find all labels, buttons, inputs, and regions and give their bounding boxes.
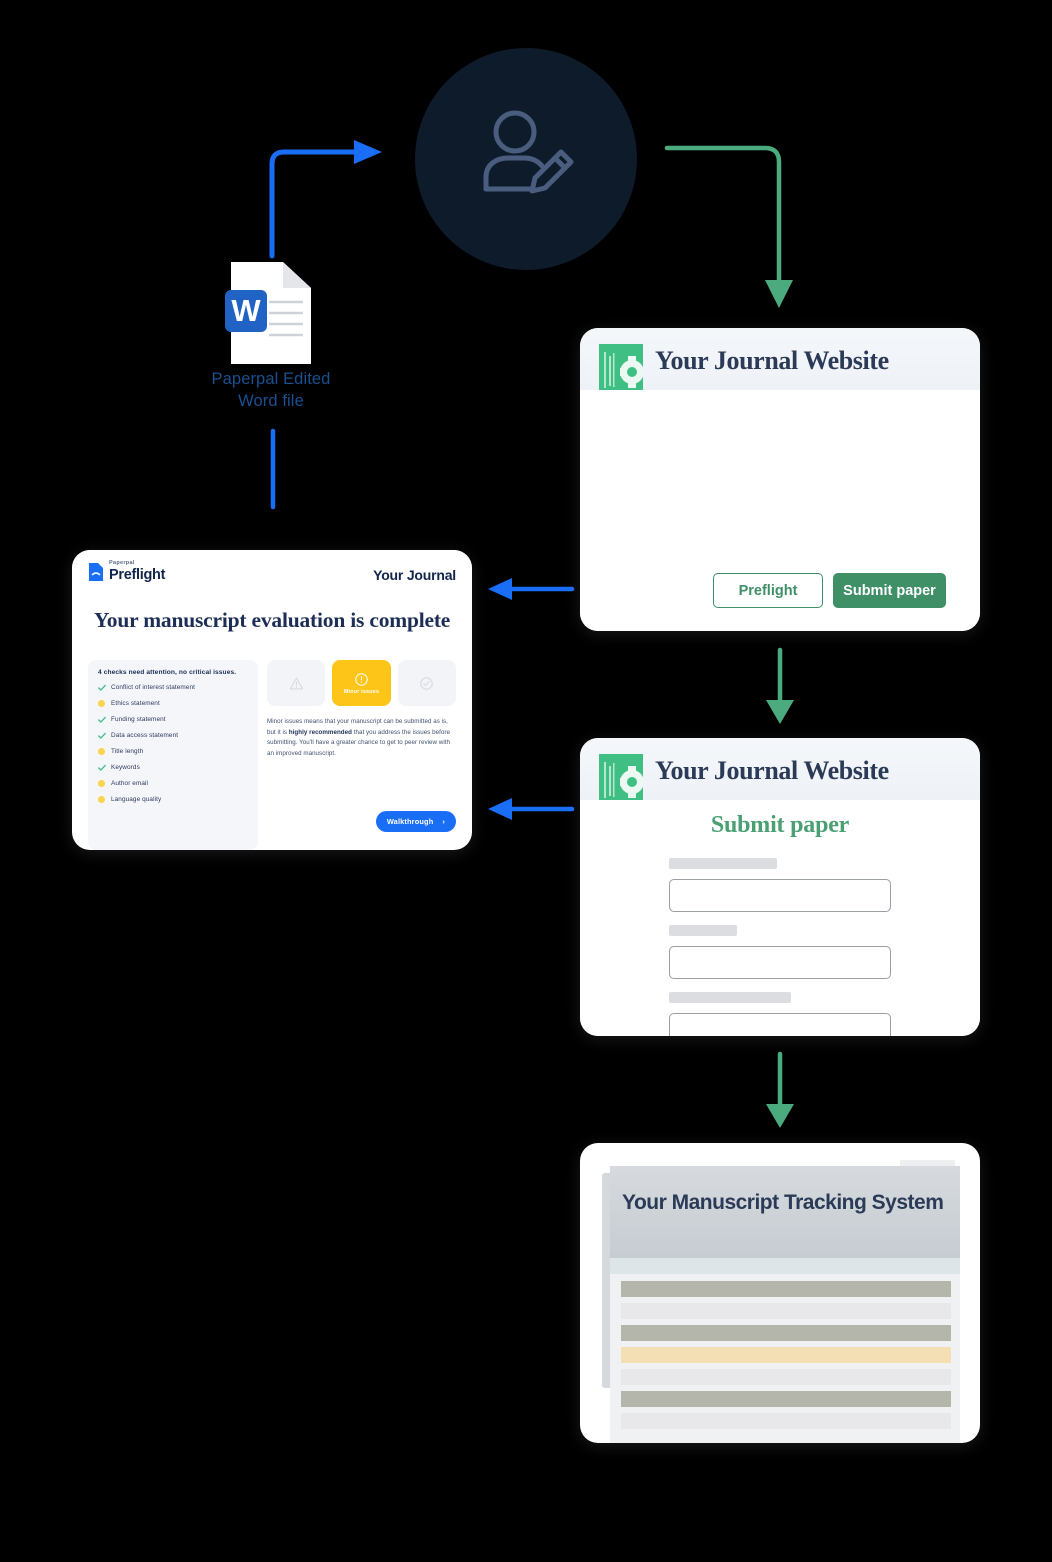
- arrow-word-to-editor: [269, 140, 382, 259]
- tracking-row-7: [621, 1413, 951, 1429]
- arrow-submit-to-preflight: [488, 798, 575, 820]
- check-mark-icon: [98, 732, 106, 739]
- checklist-item-label: Title length: [111, 748, 144, 755]
- checklist-item: Language quality: [98, 796, 248, 803]
- checklist-item-label: Conflict of interest statement: [111, 684, 195, 691]
- word-file-label: Paperpal Edited Word file: [150, 368, 392, 412]
- submit-field-1-input[interactable]: [669, 879, 891, 912]
- tracking-row-3: [621, 1325, 951, 1341]
- checklist-summary: 4 checks need attention, no critical iss…: [98, 669, 237, 676]
- checklist-item-label: Language quality: [111, 796, 162, 803]
- checklist-item: Data access statement: [98, 732, 248, 739]
- checklist-item: Keywords: [98, 764, 248, 771]
- warning-dot-icon: [98, 748, 105, 755]
- svg-text:W: W: [231, 293, 261, 328]
- walkthrough-button[interactable]: Walkthrough ›: [375, 811, 456, 832]
- critical-issues-tile[interactable]: [267, 660, 326, 706]
- verdict-text-bold: highly recommended: [288, 728, 352, 736]
- submit-form-header: [580, 738, 980, 800]
- preflight-headline: Your manuscript evaluation is complete: [93, 608, 451, 632]
- manuscript-tracking-card: Your Manuscript Tracking System: [580, 1143, 980, 1443]
- arrow-submit-to-tracking: [766, 1051, 794, 1128]
- submit-field-2-input[interactable]: [669, 946, 891, 979]
- checklist-item: Author email: [98, 780, 248, 787]
- verdict-text-part2: that you address the issues before submi…: [267, 728, 451, 757]
- preflight-button[interactable]: Preflight: [713, 573, 823, 608]
- verdict-description: Minor issues means that your manuscript …: [267, 717, 456, 759]
- check-mark-icon: [98, 764, 106, 771]
- walkthrough-button-label: Walkthrough: [386, 817, 434, 826]
- tracking-row-5: [621, 1369, 951, 1385]
- warning-dot-icon: [98, 796, 105, 803]
- checklist-item-label: Data access statement: [111, 732, 179, 739]
- tracking-row-4: [621, 1347, 951, 1363]
- preflight-verdict-panel: Minor issues Minor issues means that you…: [267, 660, 456, 850]
- status-tile-row: Minor issues: [267, 660, 456, 706]
- tracking-topbar: [610, 1166, 960, 1258]
- chevron-right-icon: ›: [442, 817, 445, 826]
- journal-website-header: [580, 328, 980, 390]
- checklist-item: Conflict of interest statement: [98, 684, 248, 691]
- checklist-item-label: Keywords: [111, 764, 140, 771]
- journal-website-title: Your Journal Website: [655, 346, 889, 375]
- submit-paper-button[interactable]: Submit paper: [833, 573, 946, 608]
- checklist-item-label: Author email: [111, 780, 149, 787]
- checklist-item: Ethics statement: [98, 700, 248, 707]
- tracking-row-6: [621, 1391, 951, 1407]
- submit-paper-heading: Submit paper: [710, 812, 850, 838]
- tracking-subbar: [610, 1258, 960, 1274]
- word-file-label-line1: Paperpal Edited: [211, 370, 331, 388]
- preflight-checklist-panel: 4 checks need attention, no critical iss…: [88, 660, 258, 850]
- preflight-card-header: Paperpal Preflight Your Journal: [72, 550, 472, 602]
- tracking-row-1: [621, 1281, 951, 1297]
- verdict-text-part1: Minor issues means that your manuscript …: [267, 718, 448, 736]
- paperpal-preflight-logo: Paperpal Preflight: [88, 560, 166, 583]
- journal-website-card: Your Journal Website Preflight Submit pa…: [580, 328, 980, 631]
- check-circle-icon: [419, 676, 434, 691]
- preflight-wordmark: Preflight: [109, 567, 166, 583]
- tracking-system-title: Your Manuscript Tracking System: [622, 1191, 944, 1214]
- warning-dot-icon: [98, 780, 105, 787]
- checklist-item: Title length: [98, 748, 248, 755]
- checklist-item-label: Funding statement: [111, 716, 166, 723]
- checklist-item-label: Ethics statement: [111, 700, 160, 707]
- minor-issues-tile[interactable]: Minor issues: [332, 660, 391, 706]
- warning-dot-icon: [98, 700, 105, 707]
- checklist-item: Funding statement: [98, 716, 248, 723]
- user-edit-icon: [478, 105, 578, 205]
- check-mark-icon: [98, 684, 106, 691]
- submit-paper-form-card: Your Journal Website Submit paper: [580, 738, 980, 1036]
- submit-field-2-label: [669, 925, 737, 936]
- arrow-journal-to-submit: [766, 647, 794, 724]
- submit-field-3-label: [669, 992, 791, 1003]
- check-mark-icon: [98, 716, 106, 723]
- paperpal-document-icon: [88, 562, 104, 582]
- arrow-editor-to-journal: [664, 145, 793, 308]
- arrow-word-to-preflight: [270, 428, 276, 510]
- preflight-body: 4 checks need attention, no critical iss…: [88, 660, 456, 850]
- preflight-journal-name: Your Journal: [373, 567, 456, 583]
- preflight-result-card: Paperpal Preflight Your Journal Your man…: [72, 550, 472, 850]
- exclamation-circle-icon: [354, 672, 369, 687]
- paperpal-wordmark: Paperpal: [109, 560, 135, 566]
- journal-website-title: Your Journal Website: [655, 756, 889, 785]
- status-tile-label: Minor issues: [343, 688, 380, 695]
- journal-website-actions: Preflight Submit paper: [713, 573, 946, 608]
- submit-field-3-input[interactable]: [669, 1013, 891, 1036]
- tracking-row-2: [621, 1303, 951, 1319]
- tracking-window: Your Manuscript Tracking System: [610, 1166, 960, 1443]
- word-document-icon: W: [225, 258, 317, 368]
- no-issues-tile[interactable]: [397, 660, 456, 706]
- submit-form-body: Submit paper: [580, 800, 980, 1036]
- arrow-journal-to-preflight: [488, 578, 575, 600]
- word-file-label-line2: Word file: [238, 392, 304, 410]
- submit-field-1-label: [669, 858, 777, 869]
- warning-triangle-icon: [289, 676, 304, 691]
